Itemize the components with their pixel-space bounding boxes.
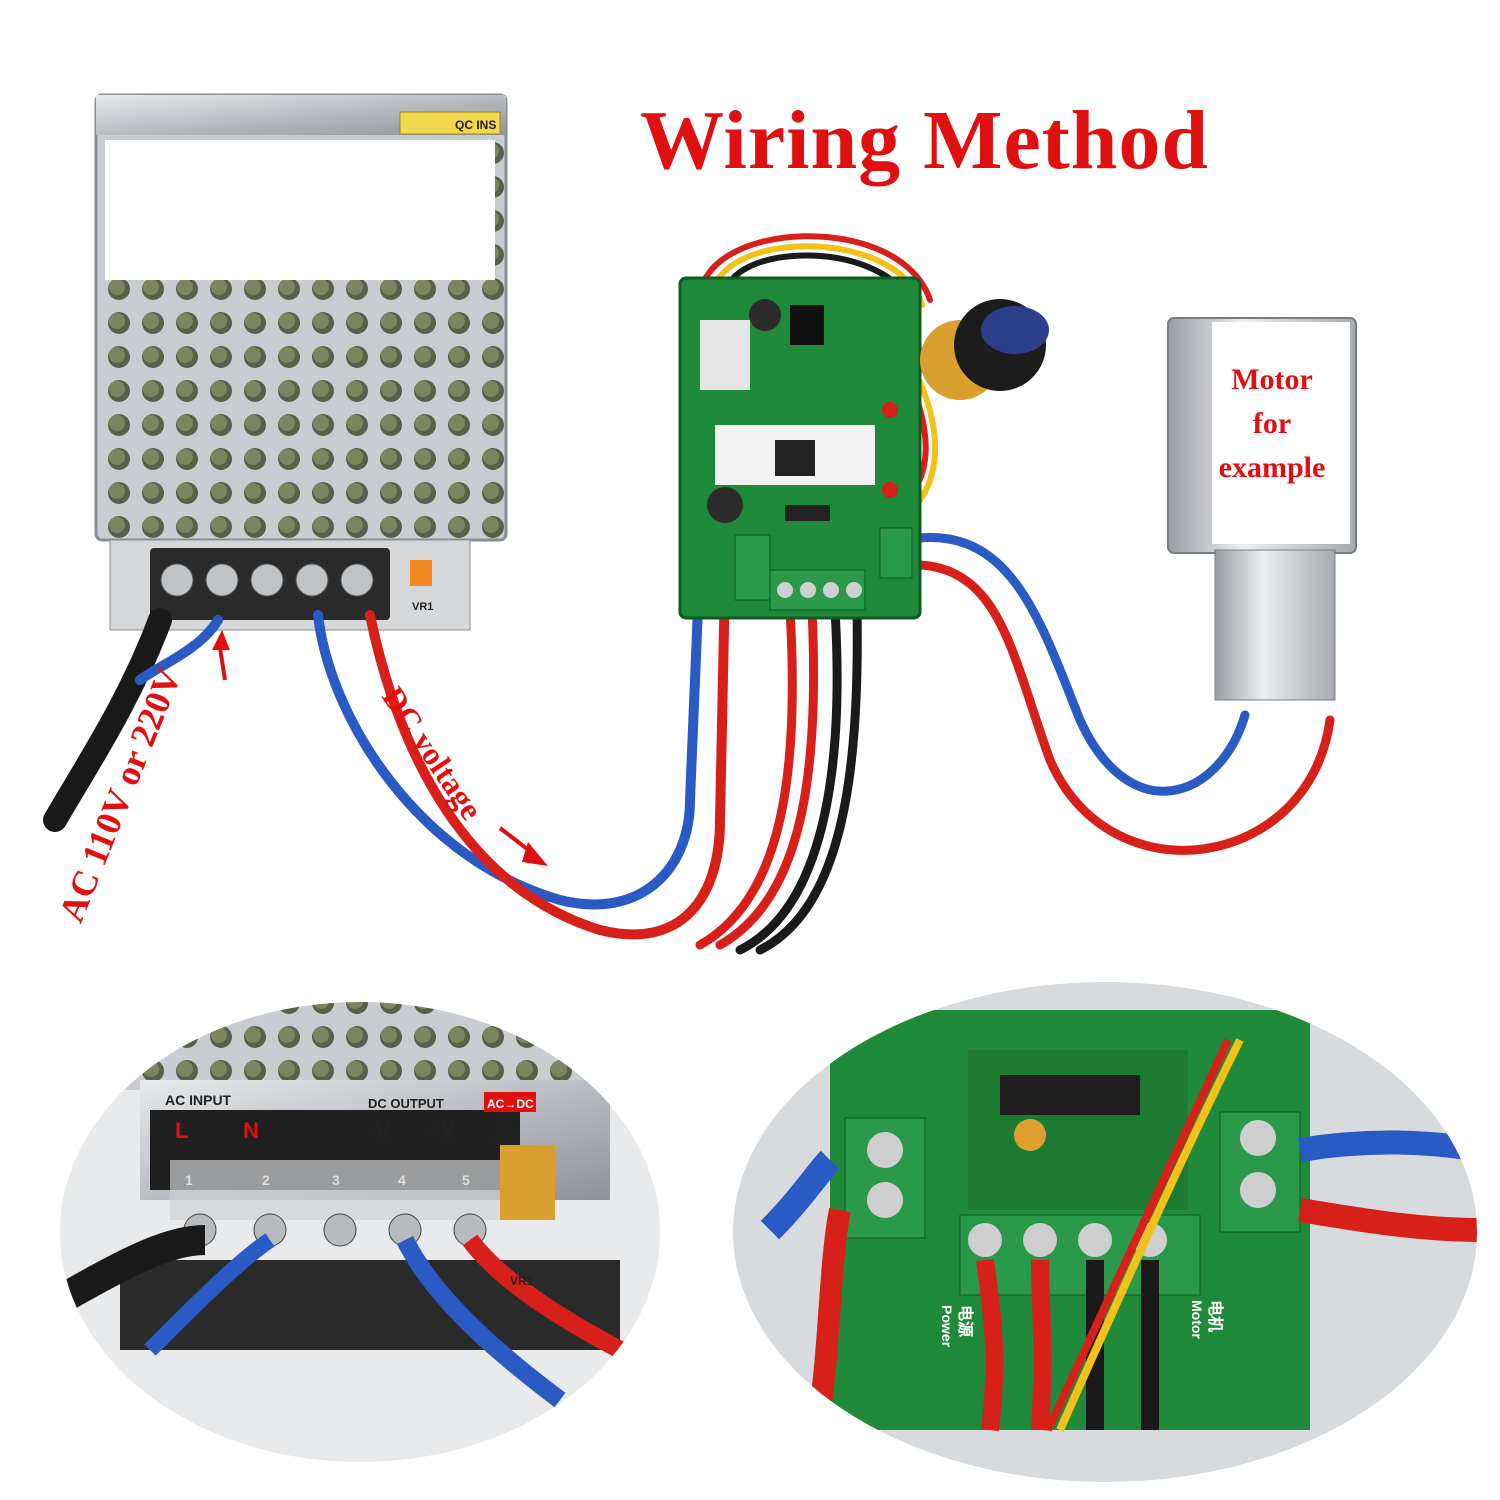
psu-vr-label: VR1 — [412, 601, 433, 613]
detail-adj-2: ADJ — [494, 1129, 518, 1143]
detail-power-cn: 电源 — [956, 1305, 975, 1337]
motor-label-line-1: Motor — [1231, 363, 1313, 396]
detail-term-n: N — [243, 1118, 259, 1143]
potentiometer-knob — [920, 299, 1049, 400]
detail-vr: VR1 — [510, 1274, 534, 1288]
detail-num-5: 5 — [462, 1172, 470, 1188]
detail-ac-dc: AC→DC — [487, 1097, 534, 1111]
detail-num-2: 2 — [262, 1172, 270, 1188]
page-title: Wiring Method — [640, 94, 1210, 187]
annotation-arrows — [212, 630, 548, 866]
detail-adj-1: +V — [498, 1115, 513, 1129]
detail-ac-input: AC INPUT — [165, 1092, 232, 1108]
motor-label: Motor for example — [1212, 358, 1332, 490]
detail-term-neg: -V — [368, 1118, 390, 1143]
detail-motor-en: Motor — [1189, 1300, 1205, 1339]
detail-psu-terminals: AC INPUT DC OUTPUT AC→DC L N -V +V +V AD… — [60, 1002, 660, 1462]
detail-term-pos: +V — [428, 1118, 456, 1143]
power-supply: QC INS VR1 — [94, 93, 508, 631]
detail-dc-output: DC OUTPUT — [368, 1096, 444, 1111]
detail-num-3: 3 — [332, 1172, 340, 1188]
motor-label-line-2: for — [1252, 407, 1292, 440]
detail-num-4: 4 — [398, 1172, 406, 1188]
motor-label-line-3: example — [1218, 451, 1326, 484]
label-redaction — [105, 140, 495, 280]
detail-motor-cn: 电机 — [1206, 1300, 1225, 1332]
detail-power-en: Power — [939, 1305, 955, 1348]
motor — [1167, 317, 1357, 701]
detail-controller-terminals: 电源 Power 电机 Motor — [733, 982, 1477, 1482]
detail-term-l: L — [175, 1118, 188, 1143]
pwm-controller-board — [678, 276, 922, 620]
psu-top-tag: QC INS — [455, 118, 496, 132]
detail-num-1: 1 — [185, 1172, 193, 1188]
